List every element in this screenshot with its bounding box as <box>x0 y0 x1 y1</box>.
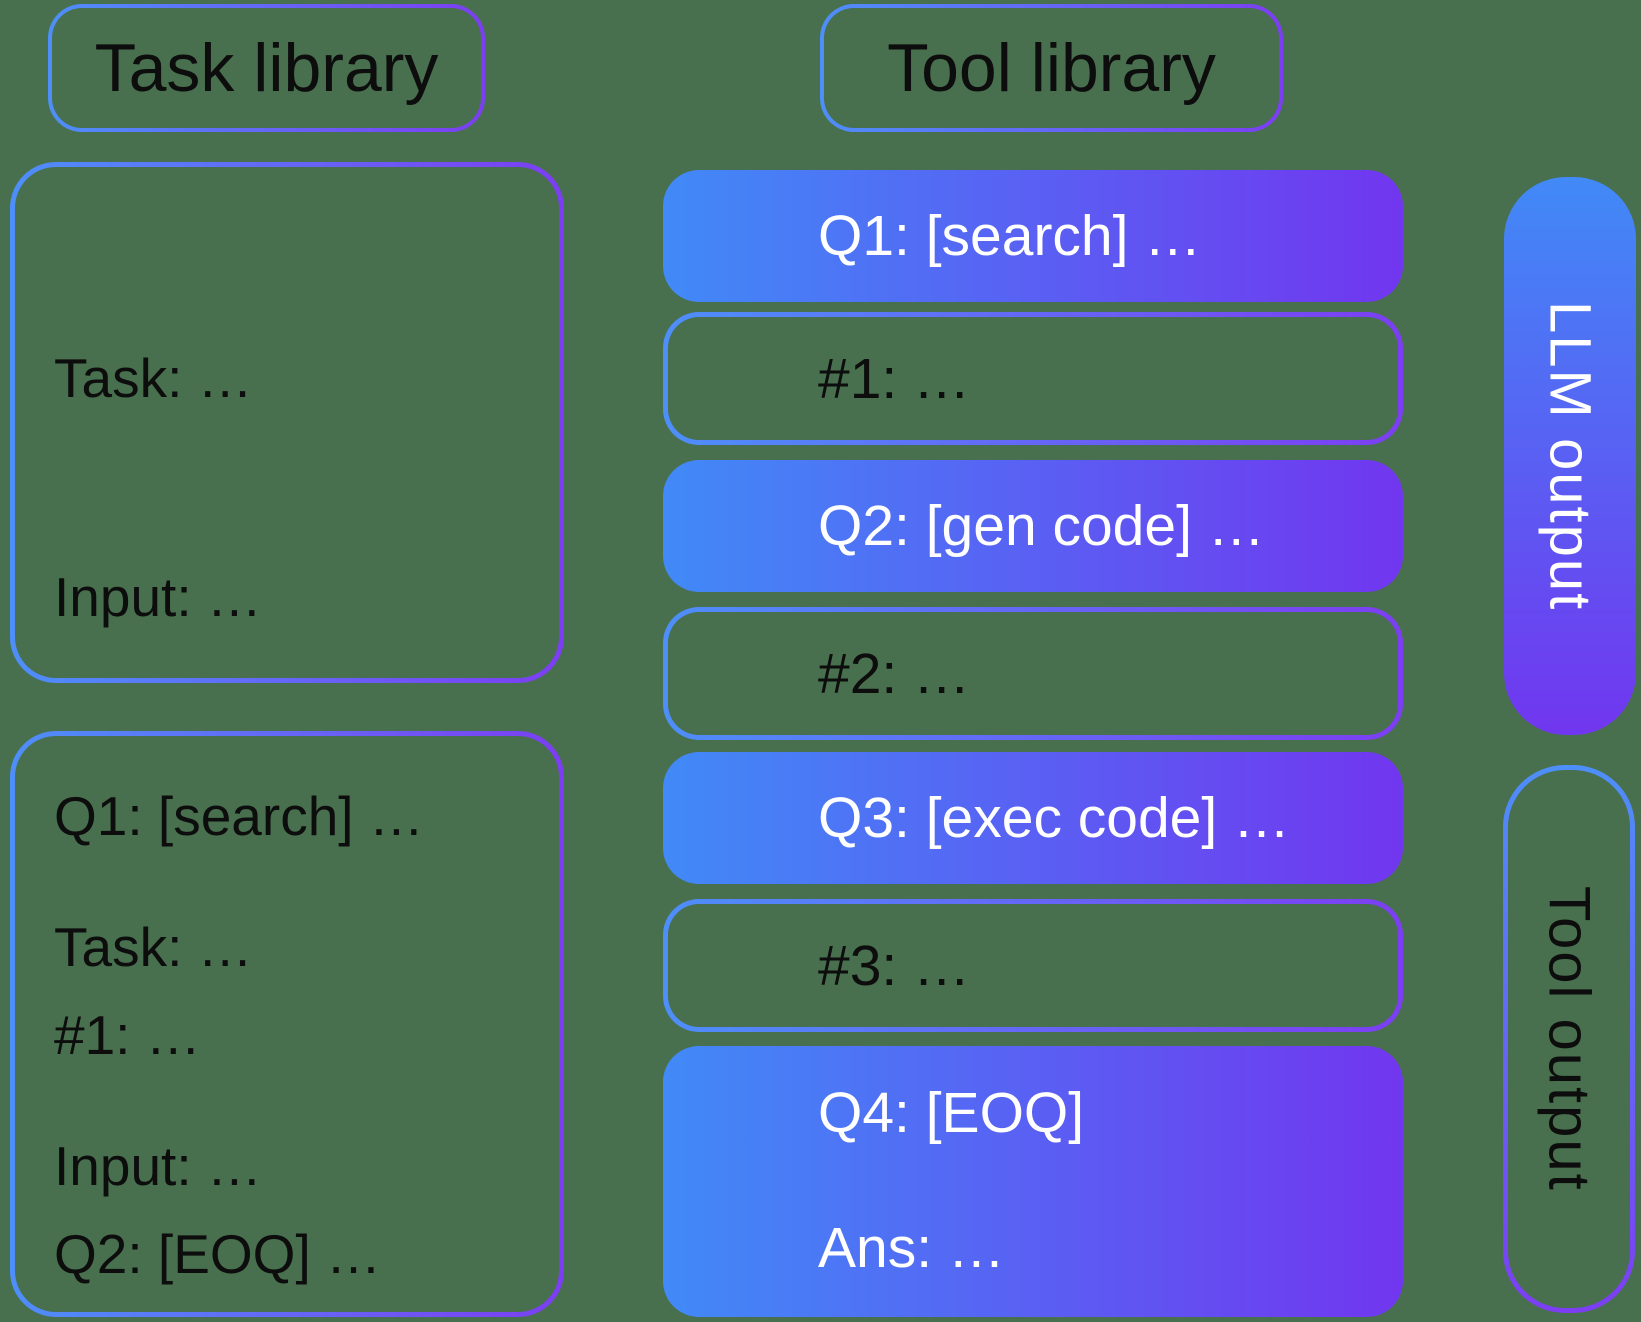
tool-library-header: Tool library <box>820 4 1283 132</box>
tool-step-result-1: #1: … <box>663 312 1403 445</box>
tool-step-result-2-fill <box>668 612 1398 735</box>
task-line: Q2: [EOQ] … <box>54 1223 382 1285</box>
task-example-1-lines: Task: … Input: … Q1: [search] … #1: … Q2… <box>10 162 444 1322</box>
tool-step-result-2: #2: … <box>663 607 1403 740</box>
tool-library-header-fill <box>824 8 1279 128</box>
tool-step-q1-label: Q1: [search] … <box>818 204 1202 268</box>
task-line: Q1: [search] … <box>54 785 424 847</box>
task-line: Input: … <box>54 566 262 628</box>
tool-step-result-2-label: #2: … <box>818 641 971 706</box>
tool-output-box-fill <box>1508 770 1630 1308</box>
llm-output-box: LLM output <box>1504 177 1636 735</box>
tool-step-q2: Q2: [gen code] … <box>663 460 1403 592</box>
tool-step-q2-label: Q2: [gen code] … <box>818 494 1265 558</box>
tool-output-box: Tool output <box>1503 765 1635 1313</box>
tool-step-result-1-fill <box>668 317 1398 440</box>
task-line: Input: … <box>54 1135 262 1197</box>
task-line: Task: … <box>54 916 253 978</box>
task-line: Task: … <box>54 347 253 409</box>
task-example-2-fill <box>15 736 559 1312</box>
tool-step-q3-label: Q3: [exec code] … <box>818 786 1291 850</box>
task-example-2-lines: Task: … Input: … Q1: [gen code] … #1: … … <box>10 731 530 1322</box>
task-library-header-fill <box>52 8 481 128</box>
tool-step-q3: Q3: [exec code] … <box>663 752 1403 884</box>
tool-step-q4-ans: Q4: [EOQ] Ans: … <box>663 1046 1403 1317</box>
task-library-title: Task library <box>94 30 439 106</box>
tool-step-q1: Q1: [search] … <box>663 170 1403 302</box>
task-line: #1: … <box>54 1004 201 1066</box>
tool-step-result-3: #3: … <box>663 899 1403 1032</box>
llm-output-label: LLM output <box>1537 300 1603 612</box>
tool-output-label: Tool output <box>1536 886 1602 1192</box>
tool-step-q4-label: Q4: [EOQ] <box>818 1081 1085 1145</box>
tool-step-ans-label: Ans: … <box>818 1216 1005 1280</box>
task-library-header: Task library <box>48 4 485 132</box>
tool-library-title: Tool library <box>887 30 1216 106</box>
tool-step-result-3-label: #3: … <box>818 933 971 998</box>
tool-step-result-3-fill <box>668 904 1398 1027</box>
tool-step-result-1-label: #1: … <box>818 346 971 411</box>
task-example-1: Task: … Input: … Q1: [search] … #1: … Q2… <box>10 162 564 1285</box>
task-example-2: Task: … Input: … Q1: [gen code] … #1: … … <box>10 731 564 1317</box>
task-example-1-fill <box>15 167 559 678</box>
